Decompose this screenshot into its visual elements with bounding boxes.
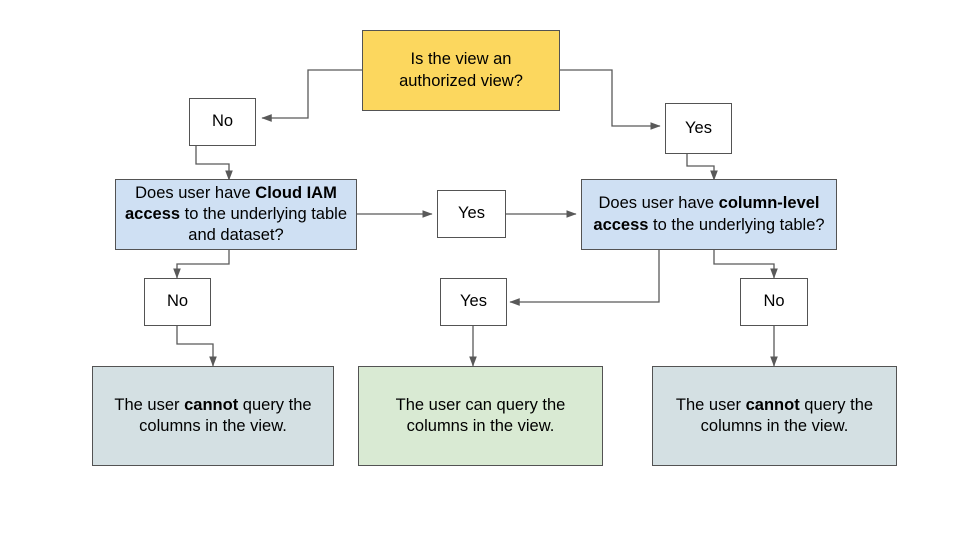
node-branch-no-left[interactable]: No — [144, 278, 211, 326]
edge-no-to-outcome-left — [176, 326, 217, 367]
node-column-question[interactable]: Does user have column-level access to th… — [581, 179, 837, 250]
edge-column-to-yes — [509, 250, 660, 306]
node-branch-yes-top[interactable]: Yes — [665, 103, 732, 154]
start-question-text: Is the view an authorized view? — [399, 50, 523, 90]
column-question-text: Does user have column-level access to th… — [593, 194, 825, 234]
node-outcome-left[interactable]: The user cannot query the columns in the… — [92, 366, 334, 466]
node-branch-yes-bottom[interactable]: Yes — [440, 278, 507, 326]
node-iam-question[interactable]: Does user have Cloud IAM access to the u… — [115, 179, 357, 250]
node-outcome-middle[interactable]: The user can query the columns in the vi… — [358, 366, 603, 466]
node-branch-no-top[interactable]: No — [189, 98, 256, 146]
outcome-left-text: The user cannot query the columns in the… — [114, 395, 312, 435]
node-start-question[interactable]: Is the view an authorized view? — [362, 30, 560, 111]
outcome-middle-text: The user can query the columns in the vi… — [395, 395, 566, 435]
edge-no-to-iam — [195, 146, 233, 181]
branch-yes-bottom-text: Yes — [460, 292, 487, 311]
outcome-right-text: The user cannot query the columns in the… — [675, 395, 874, 435]
edge-yes-to-column — [686, 154, 718, 181]
branch-no-top-text: No — [211, 112, 234, 131]
node-branch-yes-middle[interactable]: Yes — [437, 190, 506, 238]
branch-yes-top-text: Yes — [685, 118, 712, 137]
node-outcome-right[interactable]: The user cannot query the columns in the… — [652, 366, 897, 466]
branch-yes-middle-text: Yes — [458, 204, 485, 223]
edge-start-to-no — [261, 69, 362, 122]
edge-column-to-no — [713, 250, 778, 279]
edge-start-to-yes — [560, 69, 661, 130]
iam-question-text: Does user have Cloud IAM access to the u… — [124, 183, 347, 245]
edge-iam-to-no — [173, 250, 230, 279]
branch-no-left-text: No — [166, 292, 189, 311]
node-branch-no-right[interactable]: No — [740, 278, 808, 326]
branch-no-right-text: No — [763, 292, 785, 311]
